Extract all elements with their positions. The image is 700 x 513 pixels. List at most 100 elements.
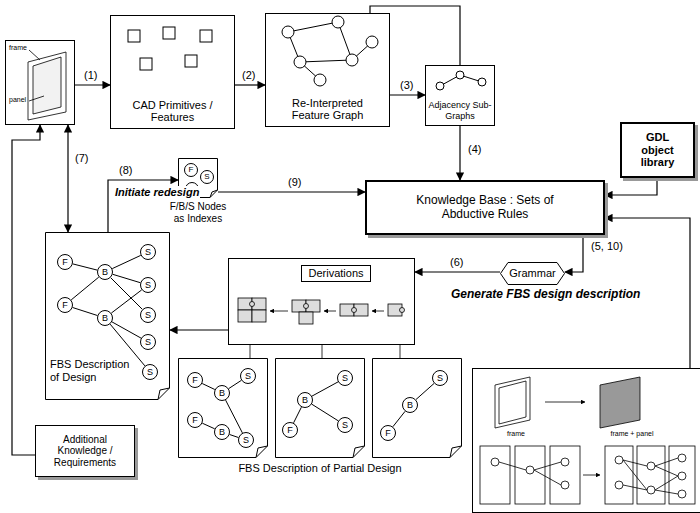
node-text: B: [302, 395, 308, 405]
fbs-node-circle: F: [187, 412, 203, 428]
fbs-node-circle: S: [240, 368, 256, 384]
feature-graph: [294, 56, 306, 68]
sub-graph: [436, 71, 486, 90]
hanger-line: [322, 345, 323, 358]
example-sketch: [669, 446, 695, 504]
fbs-node-circle: S: [140, 277, 156, 293]
callout-number: (8): [118, 164, 133, 177]
example-sketch: [655, 476, 678, 490]
outline: [276, 359, 365, 458]
node-text: Knowledge Base : Sets of Abductive Rules: [410, 194, 560, 222]
feature-graph: [282, 26, 294, 38]
node-text: FBS Description of Partial Design: [228, 462, 412, 475]
frame-panel-sketch: [33, 57, 61, 114]
puzzle-pieces: [238, 298, 405, 324]
puzzle-pieces: [372, 311, 384, 312]
example-panel: frameframe + panel: [472, 368, 700, 513]
node-text: B: [219, 427, 225, 437]
example-sketch: [605, 446, 633, 504]
example-sketch: [515, 446, 545, 504]
feature-graph: [366, 36, 378, 48]
fbs-node-circle: F: [57, 254, 73, 270]
cad-primitives: [128, 30, 140, 42]
graph-link: [312, 382, 338, 396]
node-text: F: [385, 428, 391, 438]
sketch-box: framepanel: [5, 40, 75, 125]
fbs-node-circle: S: [337, 417, 353, 433]
feature-graph: [282, 16, 378, 86]
example-sketch: [491, 458, 499, 466]
graph-link: [393, 411, 405, 426]
fbs-node-circle: S: [140, 244, 156, 260]
flow-arrow: [218, 191, 365, 192]
node-text: S: [147, 367, 153, 377]
fbs-node-circle: S: [238, 432, 254, 448]
node-text: F: [287, 425, 293, 435]
fbs-node-circle: B: [402, 397, 418, 413]
feature-graph: [346, 54, 358, 66]
example-sketch: [678, 454, 686, 462]
graph-link: [202, 384, 215, 390]
node-text: S: [204, 172, 209, 181]
example-sketch: [655, 466, 678, 476]
fbs-node-circle: S: [432, 370, 448, 386]
graph-link: [73, 308, 98, 316]
flow-arrow: [459, 126, 460, 180]
node-text: Additional Knowledge / Requirements: [45, 434, 125, 469]
step-caption: Generate FBS design description: [450, 288, 641, 302]
callout-number: (5, 10): [590, 240, 624, 253]
node-text: F: [192, 415, 198, 425]
node-text: S: [145, 280, 151, 290]
frame-panel-sketch: [28, 52, 66, 120]
node-text: S: [145, 247, 151, 257]
puzzle-pieces: [299, 312, 313, 324]
step-caption: Initiate redesign: [114, 186, 200, 199]
graph-link: [312, 404, 338, 421]
node-text: S: [437, 373, 443, 383]
derivations-panel: Derivations: [228, 258, 415, 345]
node-text: Derivations: [301, 265, 371, 282]
node-text: B: [102, 313, 108, 323]
sub-graph: [456, 71, 464, 79]
flow-arrow: [235, 84, 265, 85]
node-text: frame: [9, 44, 39, 52]
flow-arrow: [605, 178, 657, 195]
fbs-node-circle: B: [97, 310, 113, 326]
fbs-node-circle: F: [380, 425, 396, 441]
puzzle-pieces: [352, 308, 357, 313]
fbs-node-circle: F: [282, 422, 298, 438]
node-text: S: [342, 420, 348, 430]
puzzle-pieces: [304, 304, 309, 309]
flow-arrow: [12, 125, 40, 455]
cad-primitives: [185, 55, 197, 67]
hanger-line: [250, 345, 400, 358]
graph-link: [113, 274, 141, 282]
node-text: S: [243, 435, 249, 445]
example-sketch: [678, 490, 686, 498]
node-text: F: [192, 375, 198, 385]
callout-number: (1): [83, 69, 98, 82]
node-text: B: [219, 388, 225, 398]
fbs-node-circle: S: [140, 307, 156, 323]
feature-graph: [314, 74, 326, 86]
example-sketch: [480, 377, 695, 504]
node-text: Grammar: [509, 267, 555, 280]
example-sketch: [647, 462, 655, 470]
node-text: Adjacency Sub-Graphs: [428, 100, 492, 121]
process-box: Re-Interpreted Feature Graph: [265, 13, 390, 127]
graph-link: [202, 423, 214, 429]
example-sketch: [534, 462, 561, 470]
node-text: CAD Primitives / Features: [123, 99, 223, 124]
graph-link: [111, 290, 141, 313]
fbs-node-circle: S: [142, 364, 158, 380]
library-box: GDL object library: [620, 122, 695, 178]
fbs-node-circle: B: [214, 385, 230, 401]
graph-link: [416, 383, 434, 399]
cad-primitives: [200, 30, 212, 42]
node-text: B: [102, 267, 108, 277]
node-text: S: [342, 373, 348, 383]
node-text: F: [62, 300, 68, 310]
node-text: FBS Description of Design: [50, 358, 130, 383]
cad-primitives: [163, 27, 175, 39]
